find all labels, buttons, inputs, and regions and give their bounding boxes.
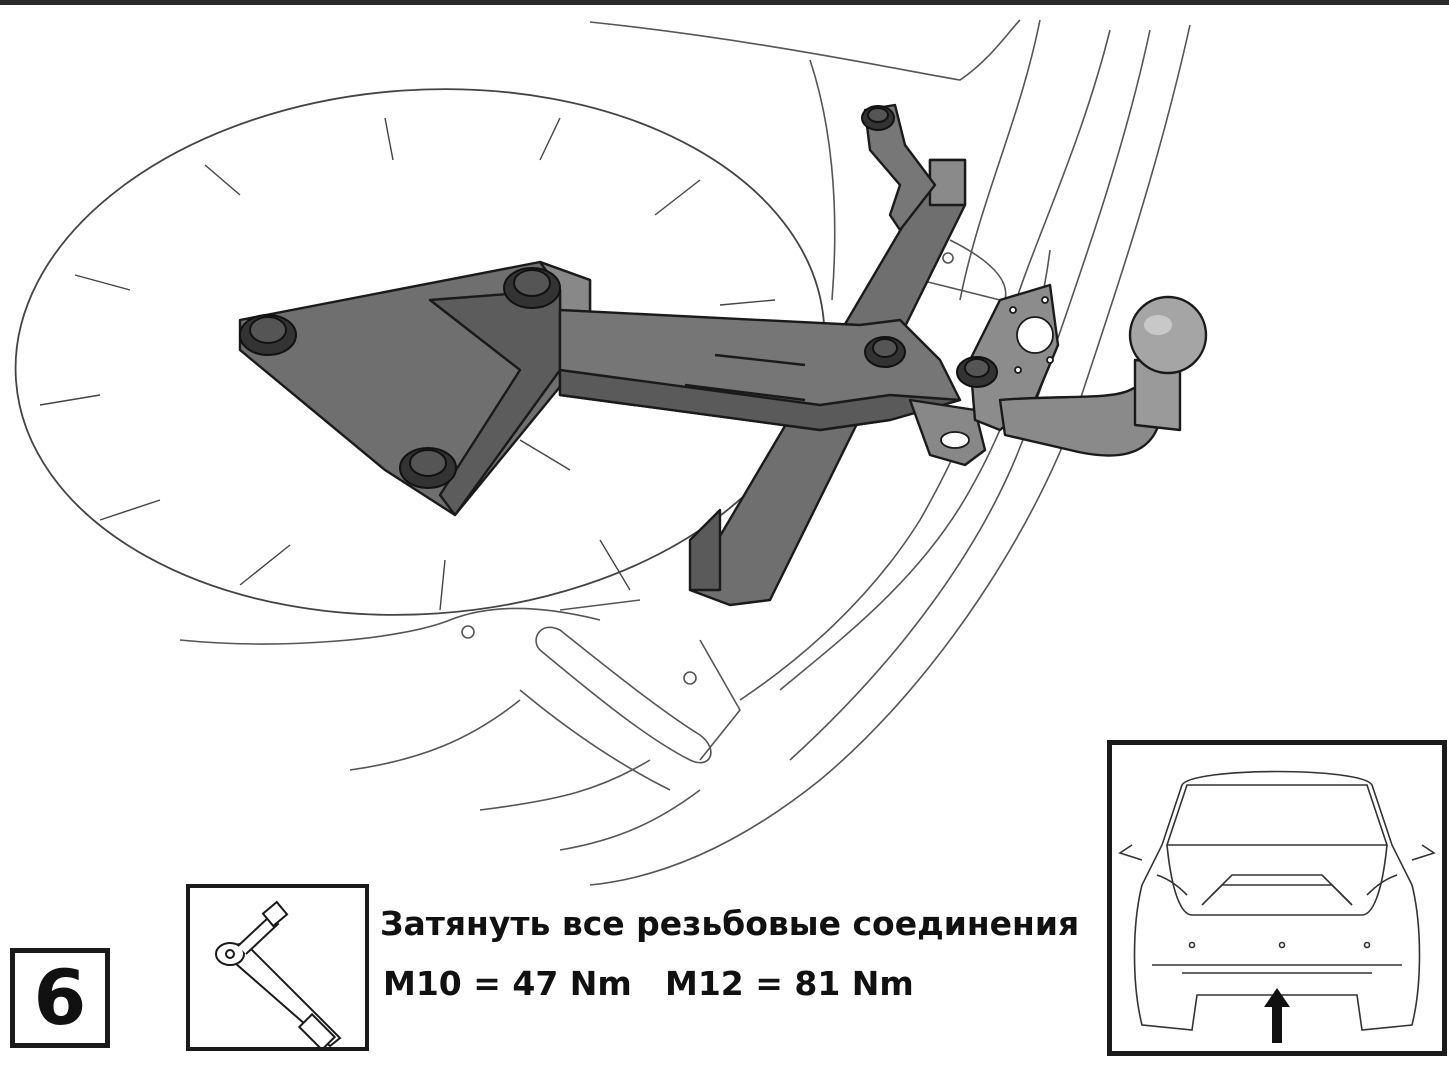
bolt-top [503, 267, 561, 309]
torque-m12: M12 = 81 Nm [665, 964, 914, 1003]
car-underbody-lines [179, 19, 1191, 886]
tow-ball [1128, 295, 1208, 375]
torque-wrench-icon [215, 900, 342, 1052]
step-number-box: 6 [10, 948, 110, 1048]
instruction-text: Затянуть все резьбовые соединения [380, 904, 1080, 943]
bolts [239, 105, 998, 489]
bolt-upper [861, 105, 895, 131]
step-number: 6 [33, 953, 87, 1042]
bolt-center [864, 336, 906, 368]
tool-box [186, 884, 369, 1052]
car-rear-locator-icon [1118, 770, 1436, 1043]
torque-m10: M10 = 47 Nm [383, 964, 632, 1003]
bolt-left [239, 314, 297, 356]
top-border [0, 0, 1449, 5]
tow-bar-frame [238, 103, 1182, 607]
bolt-bottom [399, 447, 457, 489]
bolt-socket [956, 356, 998, 388]
up-arrow-icon [1264, 988, 1290, 1043]
socket-plate-holes [940, 296, 1054, 449]
car-rear-locator-box [1107, 740, 1447, 1056]
